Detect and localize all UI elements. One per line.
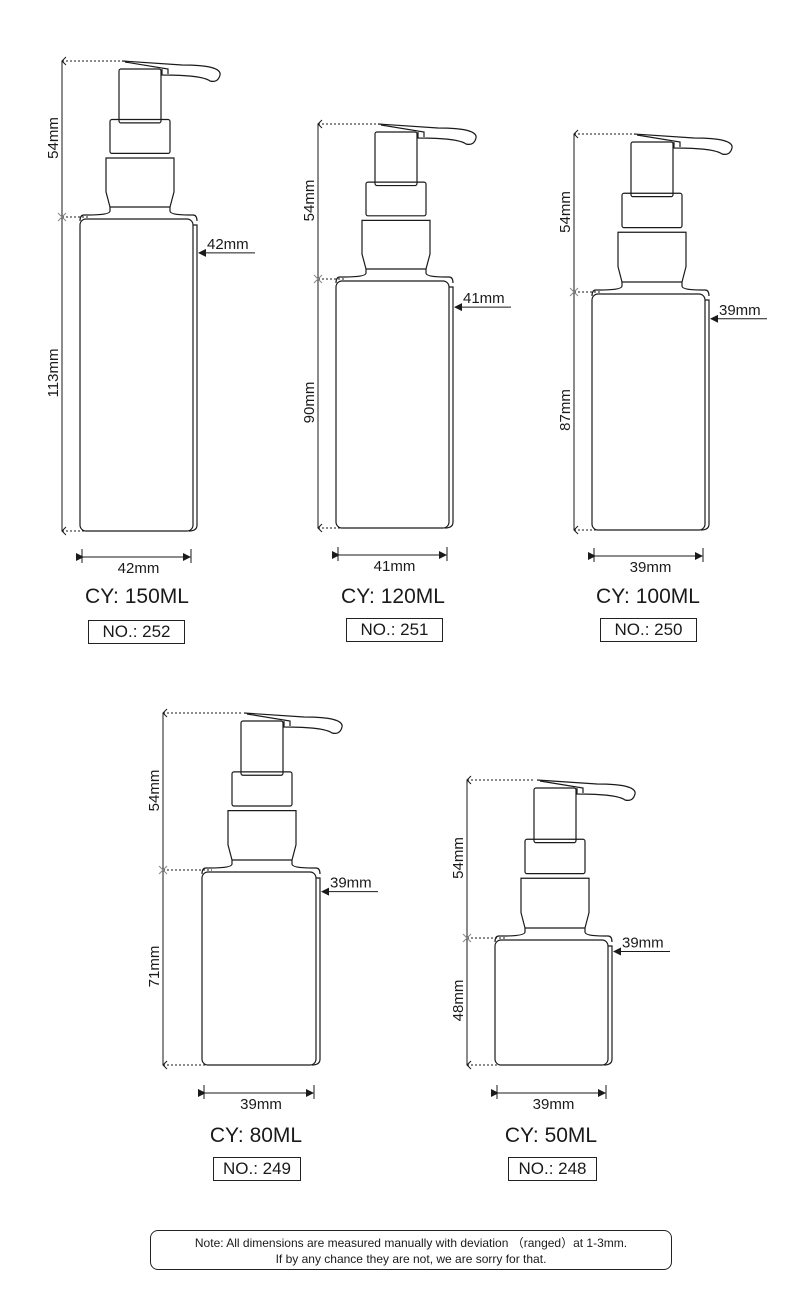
pump-height-label: 54mm (146, 770, 163, 812)
bottle-body (201, 871, 317, 1066)
dimensions-1: 54mm 90mm 41mm 41mm (301, 119, 511, 575)
body-height-label: 48mm (450, 980, 467, 1022)
bottle-body (494, 939, 609, 1066)
capacity-label-100ml: CY: 100ML (596, 585, 700, 608)
body-height-label: 113mm (45, 349, 62, 398)
shoulder-mark (313, 274, 323, 284)
shoulder-left (494, 928, 526, 943)
bottle-3 (201, 712, 343, 1066)
pump-spout (243, 712, 343, 734)
dimensions-2: 54mm 87mm 39mm 39mm (557, 129, 767, 576)
spout-base (380, 124, 425, 137)
bottle-body-side (700, 299, 710, 531)
pump-collar (524, 838, 586, 875)
width-label: 41mm (374, 558, 416, 575)
body-height-label: 90mm (301, 382, 318, 424)
side-width-label: 42mm (207, 236, 249, 253)
note-line-2: If by any chance they are not, we are so… (275, 1252, 547, 1266)
shoulder-left (201, 860, 233, 875)
model-number-252: NO.: 252 (88, 620, 185, 644)
pump-head (630, 141, 674, 198)
pump-head (374, 131, 418, 187)
bottle-body-side (311, 877, 321, 1066)
bottle-0 (79, 60, 221, 532)
body-height-label: 87mm (557, 389, 574, 431)
dimensions-3: 54mm 71mm 39mm 39mm (146, 708, 378, 1113)
dimensions-4: 54mm 48mm 39mm 39mm (450, 775, 670, 1113)
shoulder-right (425, 269, 454, 284)
bottle-2 (591, 133, 733, 531)
spout-base (636, 134, 681, 147)
pump-head (240, 720, 284, 776)
bottle-neck (617, 231, 687, 283)
bottle-body (591, 293, 706, 531)
width-label: 39mm (240, 1096, 282, 1113)
bottle-1 (335, 123, 477, 529)
pump-height-label: 54mm (557, 191, 574, 233)
side-width-label: 39mm (719, 302, 761, 319)
pump-collar (231, 771, 293, 807)
bottle-4 (494, 779, 636, 1066)
shoulder-mark (158, 865, 168, 875)
shoulder-left (335, 269, 367, 284)
shoulder-right (169, 207, 198, 222)
bottle-neck (361, 219, 431, 270)
dimensions-0: 54mm 113mm 42mm 42mm (45, 56, 255, 577)
pump-height-label: 54mm (450, 837, 467, 879)
width-label: 42mm (118, 560, 160, 577)
bottle-neck (105, 157, 175, 208)
pump-collar (365, 181, 427, 217)
bottle-body (335, 280, 450, 529)
pump-head (118, 68, 162, 124)
bottle-neck (227, 810, 297, 861)
shoulder-mark (462, 933, 472, 943)
pump-height-label: 54mm (45, 117, 62, 159)
model-number-249: NO.: 249 (213, 1157, 301, 1181)
model-number-250: NO.: 250 (600, 618, 697, 642)
pump-spout (121, 60, 221, 82)
bottle-body (79, 218, 194, 532)
pump-head (533, 787, 577, 844)
shoulder-left (591, 282, 623, 297)
capacity-label-150ml: CY: 150ML (85, 585, 189, 608)
spout-base (124, 61, 169, 74)
width-label: 39mm (533, 1096, 575, 1113)
pump-spout (536, 779, 636, 801)
shoulder-left (79, 207, 111, 222)
pump-collar (109, 118, 171, 154)
note-line-1: Note: All dimensions are measured manual… (194, 1236, 628, 1250)
spout-base (246, 713, 291, 726)
side-width-label: 41mm (463, 290, 505, 307)
body-height-label: 71mm (146, 946, 163, 988)
pump-spout (377, 123, 477, 145)
pump-height-label: 54mm (301, 180, 318, 222)
pump-collar (621, 192, 683, 229)
capacity-label-80ml: CY: 80ML (209, 1124, 303, 1147)
shoulder-mark (57, 212, 67, 222)
model-number-248: NO.: 248 (508, 1157, 597, 1181)
capacity-label-50ml: CY: 50ML (504, 1124, 598, 1147)
model-number-251: NO.: 251 (346, 618, 443, 642)
shoulder-right (291, 860, 321, 875)
shoulder-right (681, 282, 710, 297)
spout-base (539, 780, 584, 793)
width-label: 39mm (630, 559, 672, 576)
measurement-note: Note: All dimensions are measured manual… (150, 1230, 672, 1270)
side-width-label: 39mm (622, 934, 664, 951)
bottle-body-side (603, 945, 613, 1066)
capacity-label-120ml: CY: 120ML (341, 585, 445, 608)
side-width-label: 39mm (330, 875, 372, 892)
shoulder-mark (569, 287, 579, 297)
bottle-body-side (188, 224, 198, 532)
pump-spout (633, 133, 733, 155)
shoulder-right (584, 928, 613, 943)
bottle-neck (520, 877, 590, 929)
bottle-body-side (444, 286, 454, 529)
